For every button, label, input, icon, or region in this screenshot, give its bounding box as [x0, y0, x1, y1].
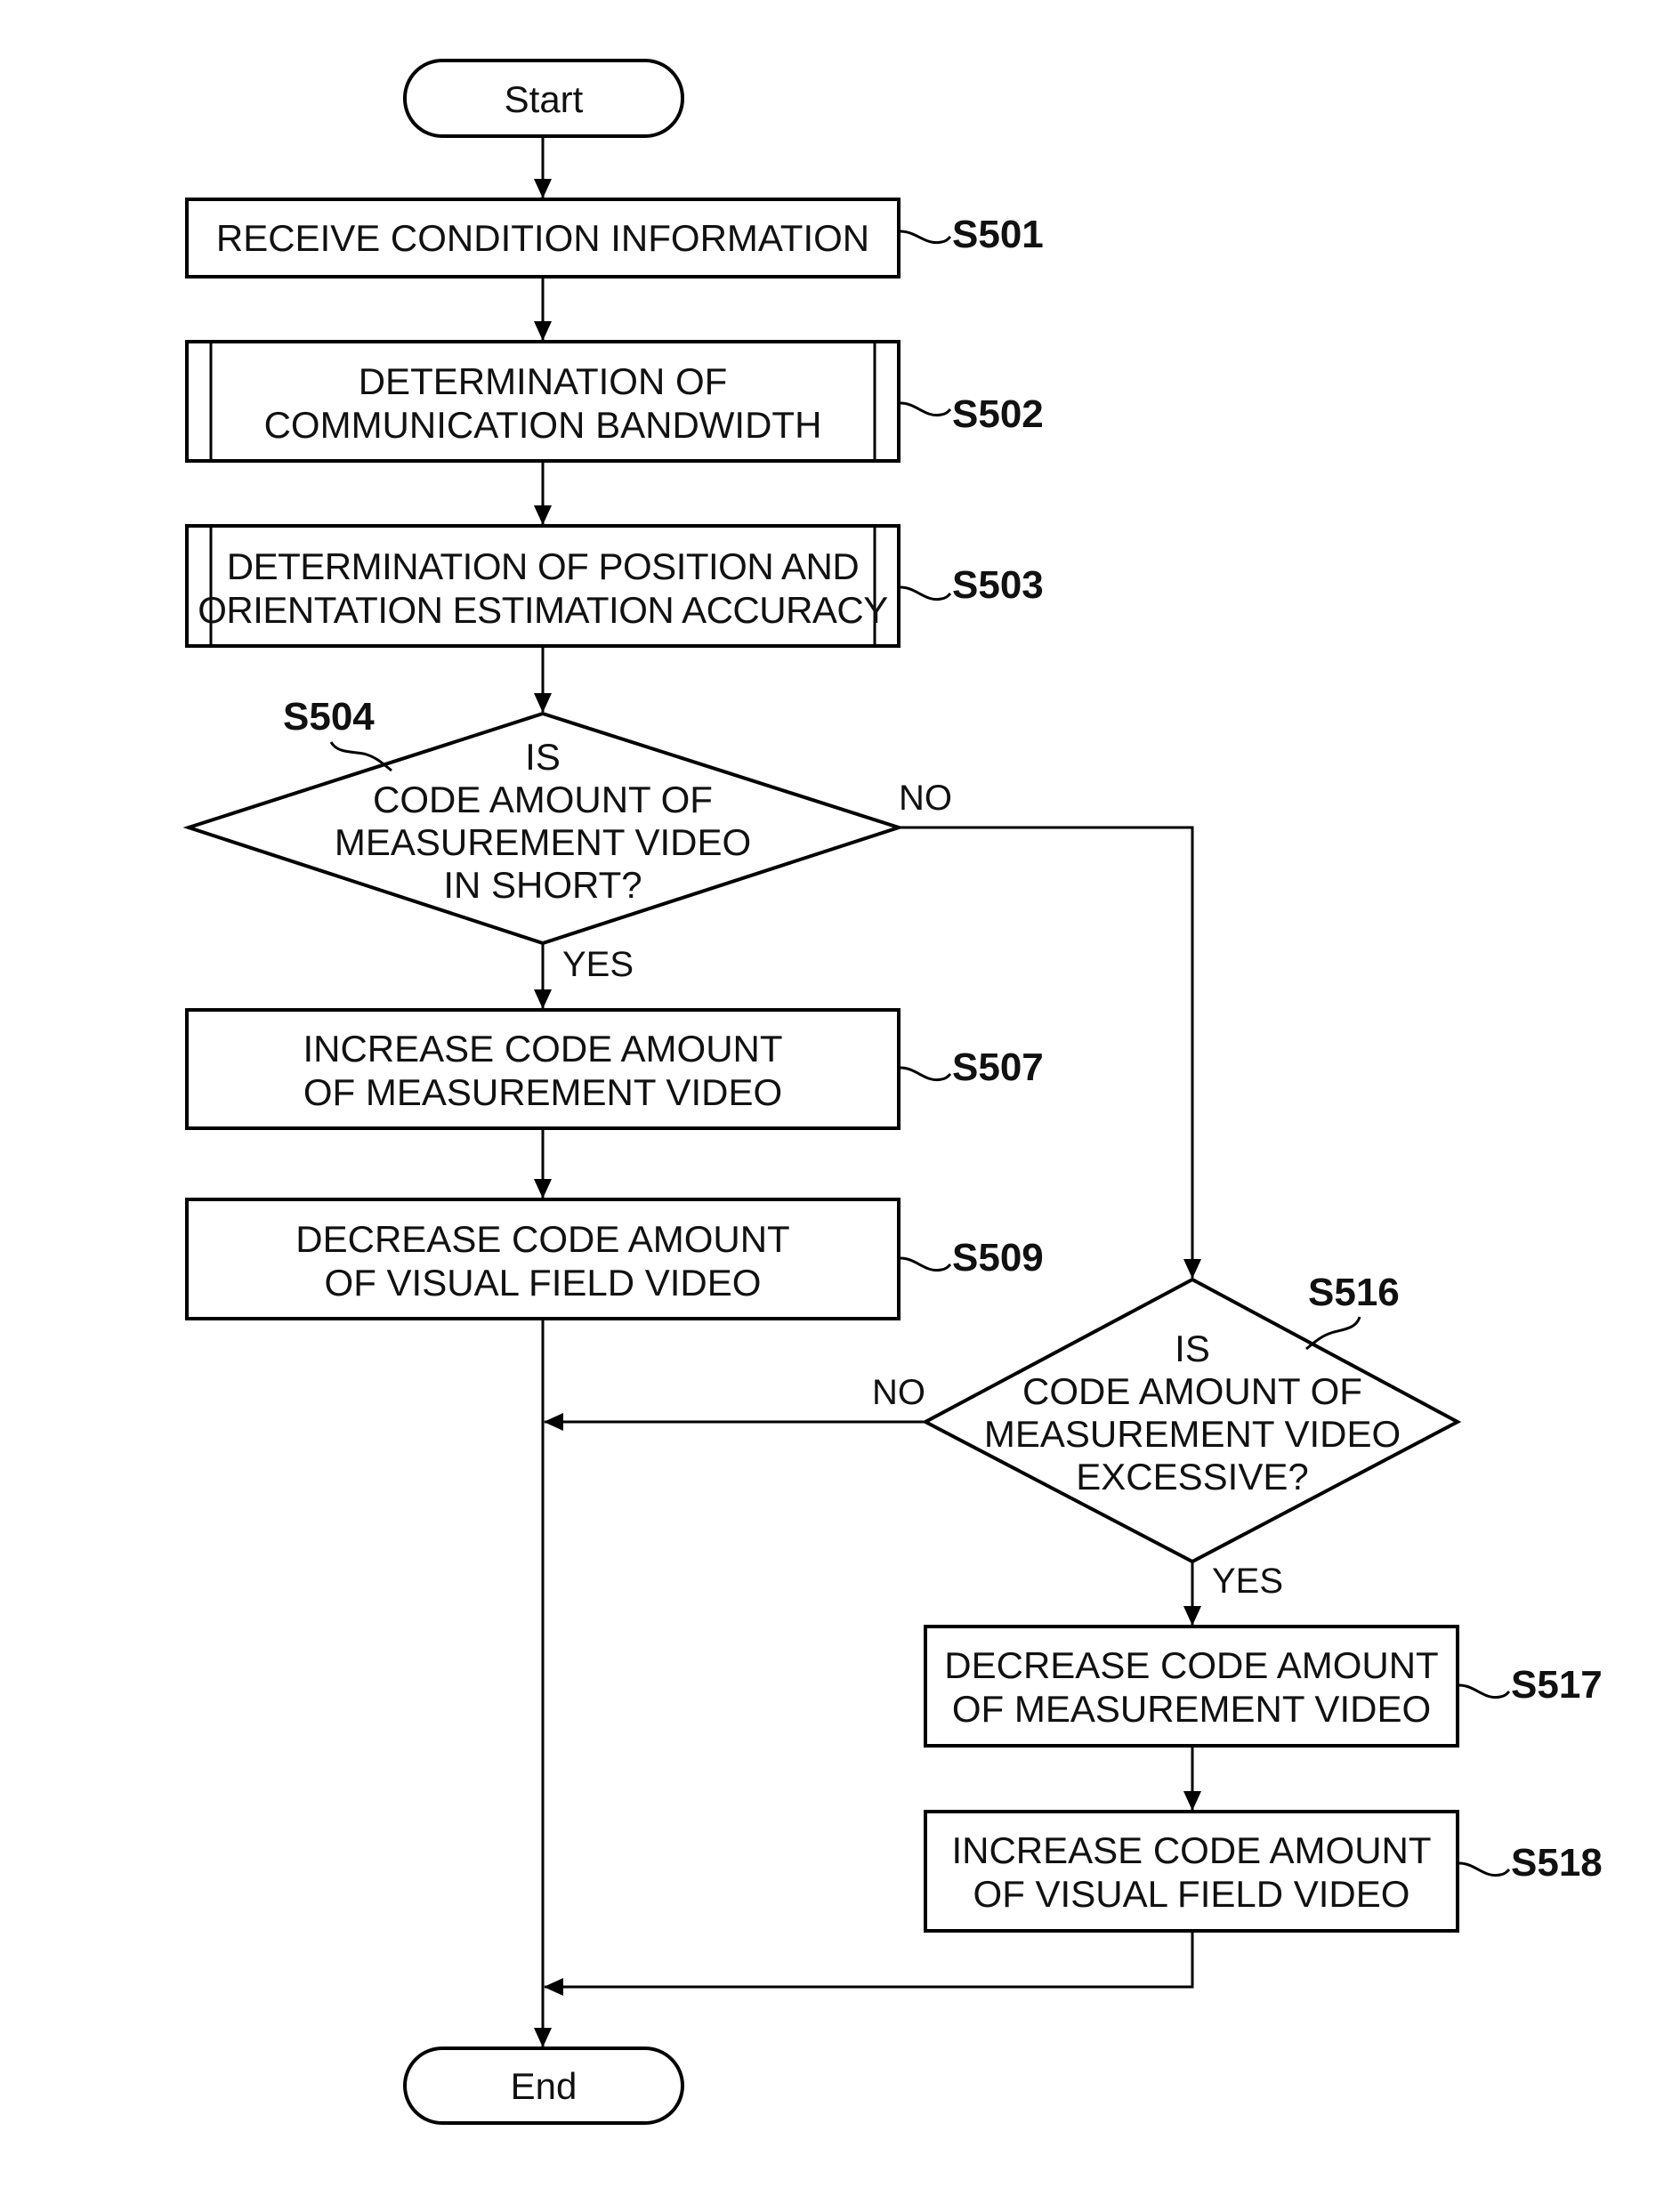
s517-text-line-2: OF MEASUREMENT VIDEO — [952, 1688, 1431, 1730]
s516-no-label: NO — [872, 1373, 925, 1412]
s517-leader — [1459, 1685, 1509, 1698]
s504-step-label: S504 — [283, 695, 375, 739]
s501-leader — [901, 231, 950, 243]
process-s501: RECEIVE CONDITION INFORMATION — [187, 199, 899, 277]
s509-text-line-1: DECREASE CODE AMOUNT — [295, 1218, 789, 1260]
predefined-process-s503: DETERMINATION OF POSITION AND ORIENTATIO… — [187, 526, 899, 646]
s516-text-line-1: IS — [1175, 1328, 1210, 1369]
s504-no-label: NO — [899, 779, 952, 818]
s517-step-label: S517 — [1511, 1663, 1603, 1707]
s504-text-line-1: IS — [525, 736, 561, 778]
start-terminal: Start — [405, 61, 682, 136]
s507-text-line-1: INCREASE CODE AMOUNT — [303, 1028, 782, 1070]
decision-s516: IS CODE AMOUNT OF MEASUREMENT VIDEO EXCE… — [925, 1280, 1458, 1562]
s516-text-line-2: CODE AMOUNT OF — [1022, 1370, 1362, 1412]
s517-text-line-1: DECREASE CODE AMOUNT — [944, 1644, 1438, 1686]
s504-text-line-4: IN SHORT? — [443, 864, 642, 906]
s501-step-label: S501 — [952, 213, 1044, 256]
s502-text-line-1: DETERMINATION OF — [359, 360, 728, 402]
s518-step-label: S518 — [1511, 1841, 1603, 1885]
s503-text-line-1: DETERMINATION OF POSITION AND — [227, 545, 859, 587]
process-s517: DECREASE CODE AMOUNT OF MEASUREMENT VIDE… — [925, 1627, 1458, 1746]
s504-text-line-2: CODE AMOUNT OF — [373, 779, 713, 820]
process-s509: DECREASE CODE AMOUNT OF VISUAL FIELD VID… — [187, 1199, 899, 1319]
s516-leader — [1306, 1317, 1360, 1349]
s509-text-line-2: OF VISUAL FIELD VIDEO — [325, 1262, 762, 1304]
s504-yes-label: YES — [562, 945, 634, 984]
s504-text-line-3: MEASUREMENT VIDEO — [335, 821, 751, 863]
s518-leader — [1459, 1863, 1509, 1876]
s507-leader — [901, 1068, 950, 1080]
s518-text-line-2: OF VISUAL FIELD VIDEO — [973, 1873, 1410, 1915]
s516-step-label: S516 — [1308, 1271, 1400, 1314]
s509-leader — [901, 1258, 950, 1271]
s507-text-line-2: OF MEASUREMENT VIDEO — [303, 1071, 782, 1113]
connector-s504-no-s516 — [899, 827, 1192, 1278]
s507-step-label: S507 — [952, 1045, 1044, 1089]
s516-yes-label: YES — [1212, 1562, 1283, 1601]
s502-text-line-2: COMMUNICATION BANDWIDTH — [264, 404, 822, 446]
start-label: Start — [505, 78, 584, 120]
decision-s504: IS CODE AMOUNT OF MEASUREMENT VIDEO IN S… — [189, 714, 899, 943]
s503-step-label: S503 — [952, 563, 1044, 607]
s503-leader — [901, 587, 950, 600]
s516-text-line-4: EXCESSIVE? — [1076, 1456, 1308, 1498]
s501-text-line-1: RECEIVE CONDITION INFORMATION — [216, 217, 869, 259]
connector-s518-merge — [545, 1931, 1192, 1987]
process-s518: INCREASE CODE AMOUNT OF VISUAL FIELD VID… — [925, 1812, 1458, 1931]
s502-leader — [901, 403, 950, 416]
s518-text-line-1: INCREASE CODE AMOUNT — [951, 1829, 1431, 1871]
end-label: End — [511, 2065, 578, 2107]
process-s507: INCREASE CODE AMOUNT OF MEASUREMENT VIDE… — [187, 1010, 899, 1128]
s503-text-line-2: ORIENTATION ESTIMATION ACCURACY — [198, 589, 888, 631]
end-terminal: End — [405, 2048, 682, 2123]
predefined-process-s502: DETERMINATION OF COMMUNICATION BANDWIDTH — [187, 342, 899, 461]
s502-step-label: S502 — [952, 392, 1044, 436]
s509-step-label: S509 — [952, 1236, 1044, 1280]
s516-text-line-3: MEASUREMENT VIDEO — [984, 1413, 1401, 1455]
